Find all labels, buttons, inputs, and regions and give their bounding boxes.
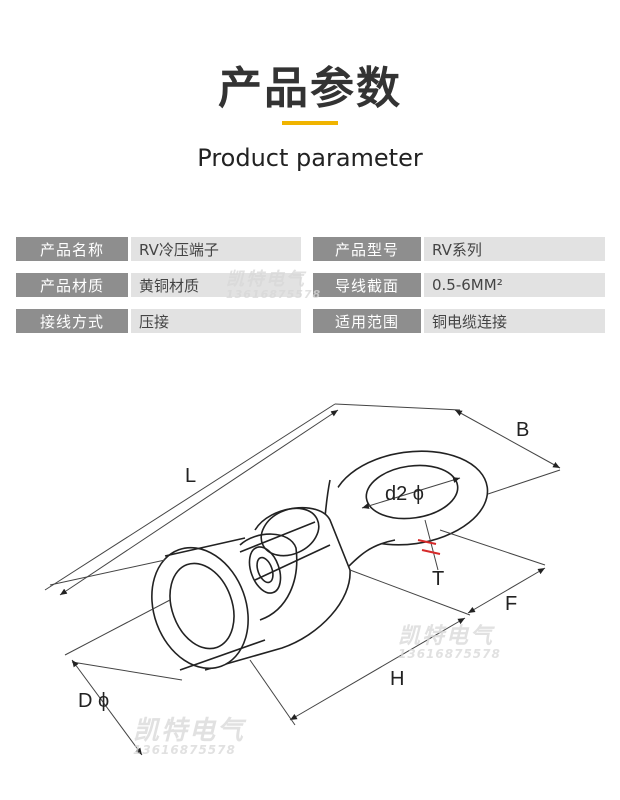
watermark-phone: 13616875578	[398, 647, 501, 661]
param-value: 黄铜材质	[131, 273, 301, 297]
param-value: 压接	[131, 309, 301, 333]
thickness-mark	[417, 539, 441, 555]
param-row: 产品材质 黄铜材质 导线截面 0.5-6MM²	[16, 273, 605, 297]
param-label: 适用范围	[313, 309, 421, 333]
page-title-cn: 产品参数	[218, 63, 402, 114]
watermark-diagram: 凯特电气 13616875578	[398, 624, 501, 661]
watermark-mid: 凯特电气 13616875578	[226, 269, 322, 301]
watermark-bottom: 凯特电气 13616875578	[133, 718, 245, 756]
param-label: 产品名称	[16, 237, 128, 261]
ring-terminal-diagram: L B d2 ϕ T F H D ϕ	[44, 403, 561, 756]
param-value: RV冷压端子	[131, 237, 301, 261]
watermark-brand: 凯特电气	[398, 624, 495, 649]
dim-label-d2: d2 ϕ	[385, 483, 424, 505]
page-title-en: Product parameter	[197, 144, 423, 172]
dim-label-T: T	[432, 568, 444, 590]
param-label: 产品材质	[16, 273, 128, 297]
param-value: 0.5-6MM²	[424, 273, 605, 297]
param-label: 接线方式	[16, 309, 128, 333]
watermark-brand: 凯特电气	[226, 269, 306, 290]
param-row: 产品名称 RV冷压端子 产品型号 RV系列	[16, 237, 605, 261]
parameter-table: 产品名称 RV冷压端子 产品型号 RV系列 产品材质 黄铜材质 导线截面 0.5…	[16, 237, 605, 345]
dim-label-F: F	[505, 593, 517, 615]
dim-label-H: H	[390, 668, 404, 690]
dim-label-L: L	[185, 465, 196, 487]
title-accent-bar	[282, 121, 338, 125]
param-row: 接线方式 压接 适用范围 铜电缆连接	[16, 309, 605, 333]
watermark-phone: 13616875578	[133, 743, 236, 757]
watermark-phone: 13616875578	[226, 288, 322, 301]
param-value: RV系列	[424, 237, 605, 261]
param-value: 铜电缆连接	[424, 309, 605, 333]
dim-label-B: B	[516, 419, 529, 441]
dim-label-D: D ϕ	[78, 690, 109, 712]
param-label: 产品型号	[313, 237, 421, 261]
watermark-brand: 凯特电气	[133, 716, 246, 746]
param-label: 导线截面	[313, 273, 421, 297]
